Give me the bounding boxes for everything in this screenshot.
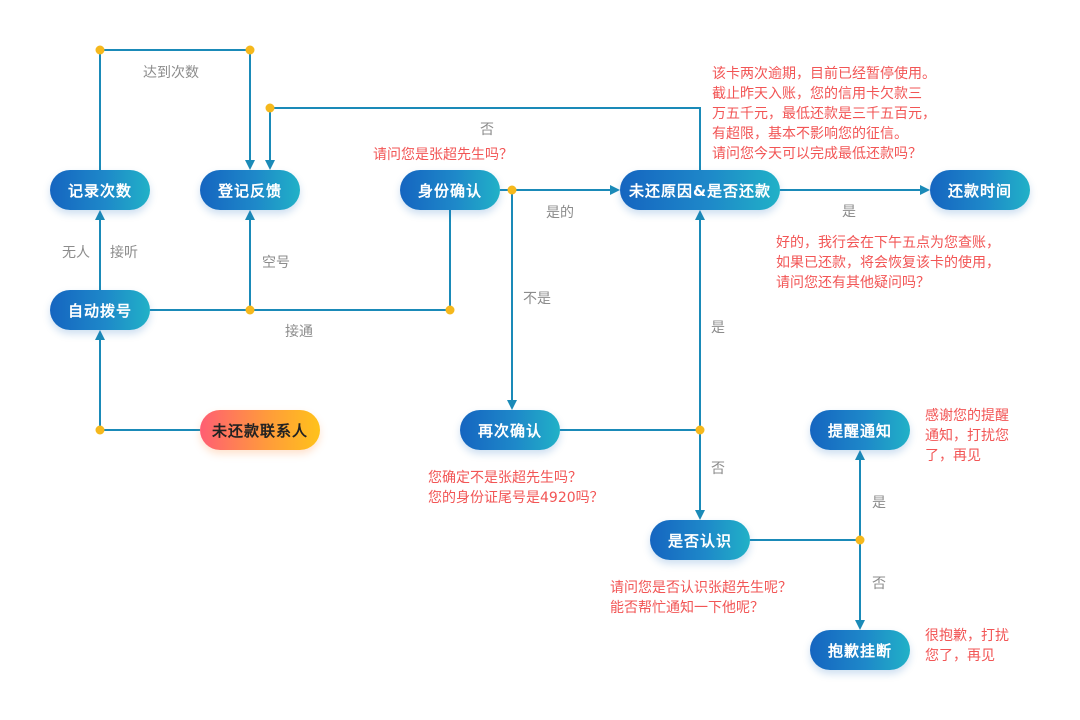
junction-dot	[445, 305, 455, 315]
junction-dot	[245, 305, 255, 315]
speech-thanks: 感谢您的提醒 通知，打扰您 了，再见	[925, 408, 1009, 464]
edge-label-connected: 接通	[285, 324, 313, 340]
edge-record-loop-to-register	[99, 49, 255, 170]
edge-label-reached-count: 达到次数	[143, 65, 199, 81]
junction-dot	[695, 425, 705, 435]
edge-label-empty-number: 空号	[262, 255, 290, 271]
edge-repay-no-to-register	[265, 107, 701, 170]
unpaid-contact-start-node[interactable]: 未还款联系人	[200, 410, 320, 450]
record-count-node[interactable]: 记录次数	[50, 170, 150, 210]
speech-ask-identity: 请问您是张超先生吗？	[373, 147, 513, 163]
speech-overdue-notice: 该卡两次逾期，目前已经暂停使用。 截止昨天入账，您的信用卡欠款三 万五千元，最低…	[712, 66, 936, 162]
edge-reconfirm-yes	[560, 210, 705, 431]
speech-know-ask: 请问您是否认识张超先生呢？ 能否帮忙通知一下他呢？	[610, 580, 792, 616]
repay-time-node[interactable]: 还款时间	[930, 170, 1030, 210]
know-or-not-node[interactable]: 是否认识	[650, 520, 750, 560]
edge-label-not-identity: 不是	[523, 291, 551, 307]
speech-sorry: 很抱歉，打扰 您了，再见	[925, 628, 1009, 664]
edge-label-yes-know: 是	[872, 495, 886, 511]
junction-dot	[855, 535, 865, 545]
speech-reconfirm-ask: 您确定不是张超先生吗？ 您的身份证尾号是4920吗？	[428, 470, 604, 506]
junction-dot	[95, 45, 105, 55]
junction-dot	[265, 103, 275, 113]
speech-repay-reply: 好的，我行会在下午五点为您查账， 如果已还款，将会恢复该卡的使用， 请问您还有其…	[776, 235, 1000, 291]
edge-label-yes-identity: 是的	[546, 205, 574, 221]
unpaid-reason-node[interactable]: 未还原因&是否还款	[620, 170, 780, 210]
edge-label-no-reconfirm: 否	[711, 461, 725, 477]
reconfirm-node[interactable]: 再次确认	[460, 410, 560, 450]
auto-dial-node[interactable]: 自动拨号	[50, 290, 150, 330]
edge-label-no-know: 否	[872, 576, 886, 592]
junction-dot	[95, 425, 105, 435]
edge-start-to-autodial	[95, 330, 200, 431]
remind-notify-node[interactable]: 提醒通知	[810, 410, 910, 450]
edge-label-no-top: 否	[480, 122, 494, 138]
apologize-hangup-node[interactable]: 抱歉挂断	[810, 630, 910, 670]
edge-label-yes-repay: 是	[842, 204, 856, 220]
junction-dot	[507, 185, 517, 195]
junction-dot	[245, 45, 255, 55]
register-feedback-node[interactable]: 登记反馈	[200, 170, 300, 210]
edge-label-answered: 接听	[110, 245, 138, 261]
identity-confirm-node[interactable]: 身份确认	[400, 170, 500, 210]
edge-label-no-person: 无人	[62, 245, 90, 261]
edge-label-yes-reconfirm: 是	[711, 320, 725, 336]
